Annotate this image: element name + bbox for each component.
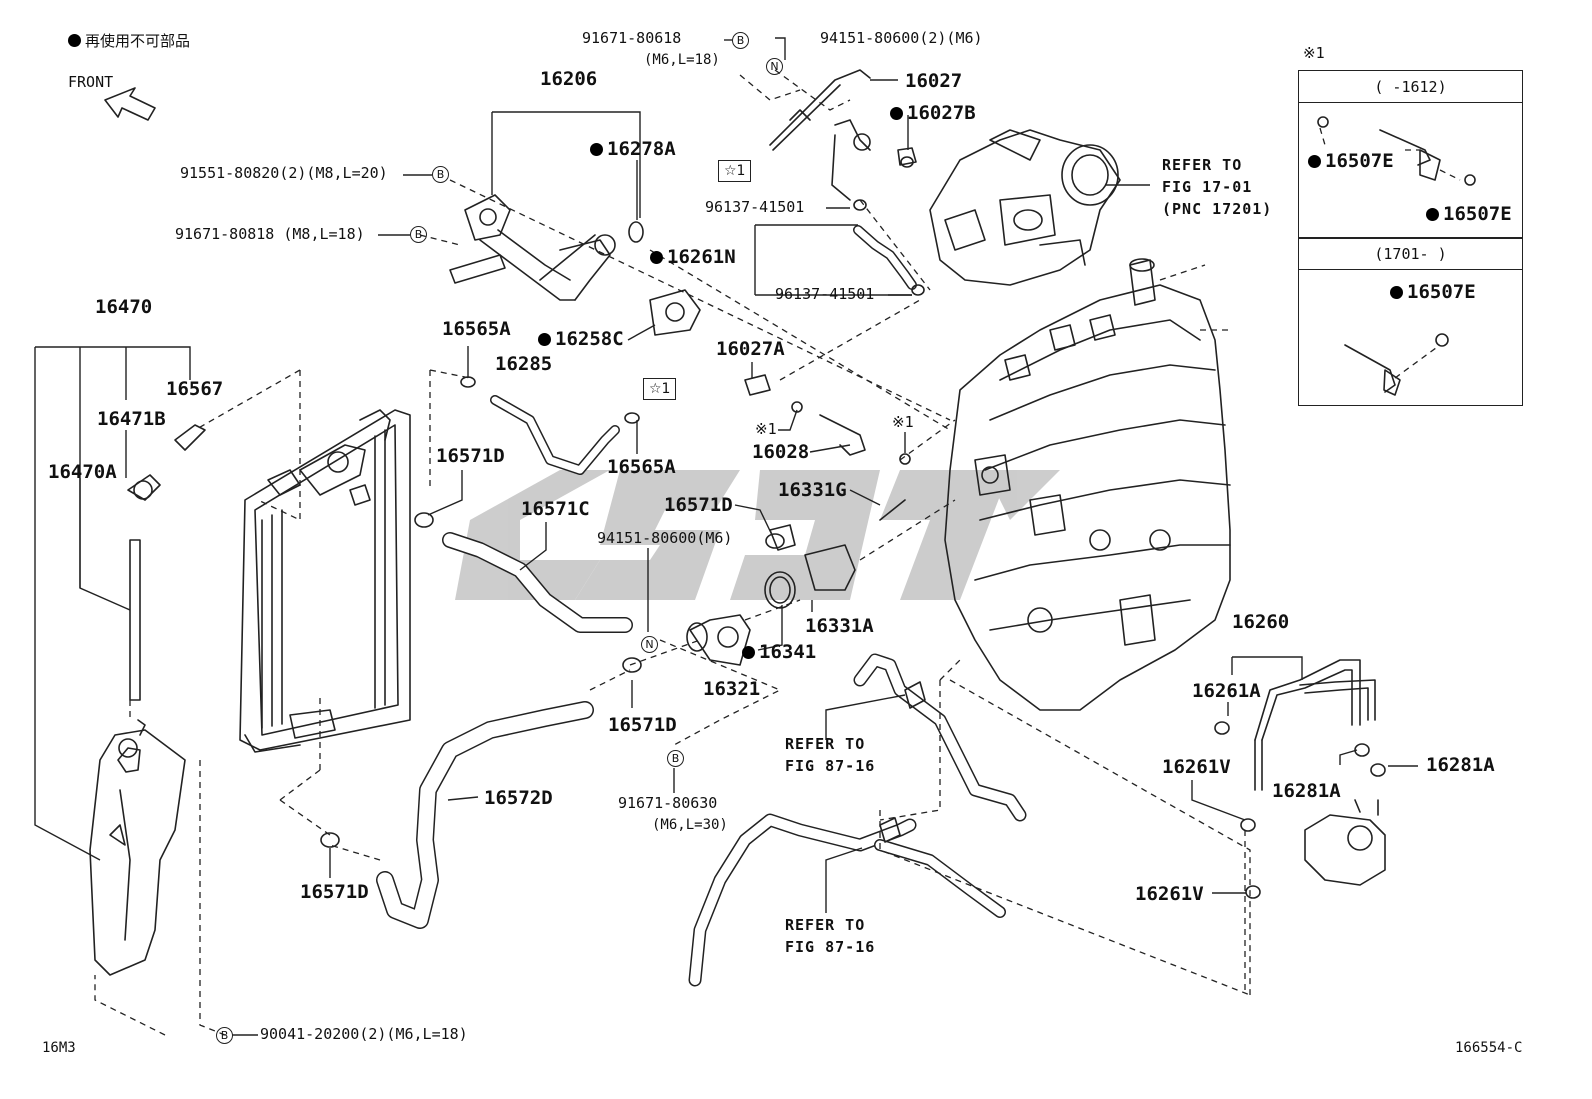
inset-range-top: ( -1612): [1299, 71, 1522, 103]
non-reusable-dot-icon: [538, 333, 551, 346]
non-reusable-dot-icon: [1308, 155, 1321, 168]
part-91671-80618-spec: (M6,L=18): [644, 52, 720, 68]
non-reusable-dot-icon: [590, 143, 603, 156]
radiator-graphic: [239, 409, 411, 753]
inset-part-16507E-c[interactable]: 16507E: [1390, 283, 1476, 302]
part-16321[interactable]: 16321: [703, 678, 761, 700]
note-x1-a: ※1: [755, 420, 777, 438]
new-part-n-icon: N: [641, 636, 658, 653]
variant-inset-box: ( -1612) (1701- ): [1298, 70, 1523, 406]
part-16261V-b[interactable]: 16261V: [1135, 883, 1204, 905]
ref-fig-87-16-b[interactable]: REFER TO FIG 87-16: [785, 916, 876, 956]
part-16281A-a[interactable]: 16281A: [1272, 780, 1341, 802]
part-16261A[interactable]: 16261A: [1192, 680, 1261, 702]
thermostat-housing-graphic: [686, 524, 856, 666]
part-16571D-c[interactable]: 16571D: [608, 714, 677, 736]
ref-fig-87-16-a[interactable]: REFER TO FIG 87-16: [785, 735, 876, 775]
part-16258C[interactable]: 16258C: [538, 330, 624, 349]
part-16572D[interactable]: 16572D: [484, 787, 553, 809]
part-16281A-b[interactable]: 16281A: [1426, 754, 1495, 776]
part-16028[interactable]: 16028: [752, 441, 810, 463]
part-16470A[interactable]: 16470A: [48, 461, 117, 483]
part-16571D-a[interactable]: 16571D: [436, 445, 505, 467]
part-91551-80820[interactable]: 91551-80820(2)(M8,L=20): [180, 164, 388, 182]
new-part-n-icon: N: [766, 58, 783, 75]
part-16027[interactable]: 16027: [905, 70, 963, 92]
engine-block-graphic: [944, 258, 1231, 711]
part-16285[interactable]: 16285: [495, 353, 553, 375]
star-note-box-1: ☆1: [718, 160, 752, 182]
part-94151-80600-2[interactable]: 94151-80600(2)(M6): [820, 29, 983, 47]
non-reusable-dot-icon: [1390, 286, 1403, 299]
part-16278A[interactable]: 16278A: [590, 140, 676, 159]
legend-non-reusable: 再使用不可部品: [68, 34, 190, 49]
front-label: FRONT: [68, 73, 114, 91]
part-16571D-b[interactable]: 16571D: [664, 494, 733, 516]
diagram-code: 16M3: [42, 1040, 76, 1056]
bolt-b-icon: B: [732, 32, 749, 49]
part-91671-80818[interactable]: 91671-80818 (M8,L=18): [175, 225, 365, 243]
inset-divider: [1299, 237, 1522, 239]
star-note-box-2: ☆1: [643, 378, 677, 400]
reservoir-tank-graphic: [89, 424, 206, 976]
part-91671-80618[interactable]: 91671-80618: [582, 29, 682, 47]
part-16027A[interactable]: 16027A: [716, 338, 785, 360]
part-16565A-a[interactable]: 16565A: [442, 318, 511, 340]
part-16341[interactable]: 16341: [742, 643, 816, 662]
inset-parts-graphic: [1317, 116, 1476, 396]
non-reusable-dot-icon: [890, 107, 903, 120]
non-reusable-dot-icon: [68, 34, 81, 47]
part-96137-41501-b[interactable]: 96137-41501: [775, 285, 875, 303]
non-reusable-dot-icon: [1426, 208, 1439, 221]
bolt-b-icon: B: [216, 1027, 233, 1044]
part-16260[interactable]: 16260: [1232, 611, 1290, 633]
front-arrow: [104, 87, 156, 121]
part-16571D-d[interactable]: 16571D: [300, 881, 369, 903]
water-outlet-pipe-graphic: [449, 194, 644, 301]
part-91671-80630[interactable]: 91671-80630: [618, 794, 718, 812]
part-16206[interactable]: 16206: [540, 68, 598, 90]
inset-header: ※1: [1303, 44, 1325, 62]
part-16565A-b[interactable]: 16565A: [607, 456, 676, 478]
bolt-b-icon: B: [667, 750, 684, 767]
part-16331G[interactable]: 16331G: [778, 479, 847, 501]
part-16470[interactable]: 16470: [95, 296, 153, 318]
hose-16572D-graphic: [376, 701, 594, 929]
note-x1-b: ※1: [892, 413, 914, 431]
part-16261N[interactable]: 16261N: [650, 248, 736, 267]
part-16261V-a[interactable]: 16261V: [1162, 756, 1231, 778]
bolt-b-icon: B: [410, 226, 427, 243]
ref-turbo[interactable]: REFER TO FIG 17-01 (PNC 17201): [1162, 156, 1273, 218]
part-16027B[interactable]: 16027B: [890, 104, 976, 123]
oil-pipe-graphic: [769, 69, 917, 201]
valve-assembly-graphic: [1304, 799, 1386, 886]
part-16567[interactable]: 16567: [166, 378, 224, 400]
inset-range-bottom: (1701- ): [1299, 238, 1522, 270]
inset-part-16507E-a[interactable]: 16507E: [1308, 152, 1394, 171]
non-reusable-dot-icon: [650, 251, 663, 264]
turbocharger-graphic: [929, 129, 1121, 286]
part-16331A[interactable]: 16331A: [805, 615, 874, 637]
part-96137-41501-a[interactable]: 96137-41501: [705, 198, 805, 216]
non-reusable-dot-icon: [742, 646, 755, 659]
part-16571C[interactable]: 16571C: [521, 498, 590, 520]
figure-number: 166554-C: [1455, 1040, 1523, 1056]
gasket-graphic: [649, 289, 701, 336]
part-16471B[interactable]: 16471B: [97, 408, 166, 430]
bolt-b-icon: B: [432, 166, 449, 183]
part-91671-80630-spec: (M6,L=30): [652, 817, 728, 833]
part-94151-80600[interactable]: 94151-80600(M6): [597, 529, 733, 547]
watermark-graphic: [455, 470, 1060, 600]
bypass-pipe-16260-graphic: [1254, 659, 1376, 791]
part-90041-20200[interactable]: 90041-20200(2)(M6,L=18): [260, 1025, 468, 1043]
inset-part-16507E-b[interactable]: 16507E: [1426, 205, 1512, 224]
